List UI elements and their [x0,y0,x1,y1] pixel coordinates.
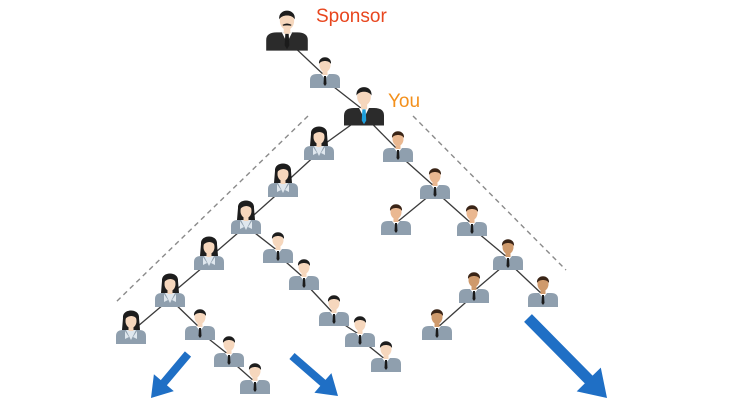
female-person-icon [231,200,261,234]
sponsor-person-icon [266,10,308,51]
female-person-icon [194,236,224,270]
right-boundary-dashed-line [412,115,567,271]
male-person-icon [319,295,349,326]
left-boundary-dashed-line [115,115,309,303]
male-person-icon [422,309,452,340]
arrow-down-right-icon [289,353,338,396]
growth-arrows [151,314,607,398]
male-person-icon [459,272,489,303]
arrow-down-left-icon [151,351,192,398]
male-person-icon [528,276,558,307]
arrow-down-right-icon [524,314,607,398]
male-person-icon [289,259,319,290]
female-person-icon [268,163,298,197]
female-person-icon [155,273,185,307]
male-person-icon [214,336,244,367]
male-person-icon [493,239,523,270]
tree-nodes [116,10,558,394]
downline-boundary-lines [115,115,567,303]
male-person-icon [263,232,293,263]
male-person-icon [371,341,401,372]
male-person-icon [310,57,340,88]
male-person-icon [381,204,411,235]
male-person-icon [345,316,375,347]
male-person-icon [457,205,487,236]
female-person-icon [304,126,334,160]
male-person-icon [240,363,270,394]
male-person-icon [185,309,215,340]
male-person-icon [383,131,413,162]
female-person-icon [116,310,146,344]
you-person-icon [344,87,384,126]
male-person-icon [420,168,450,199]
you-label: You [388,91,421,112]
sponsor-label: Sponsor [316,6,387,27]
